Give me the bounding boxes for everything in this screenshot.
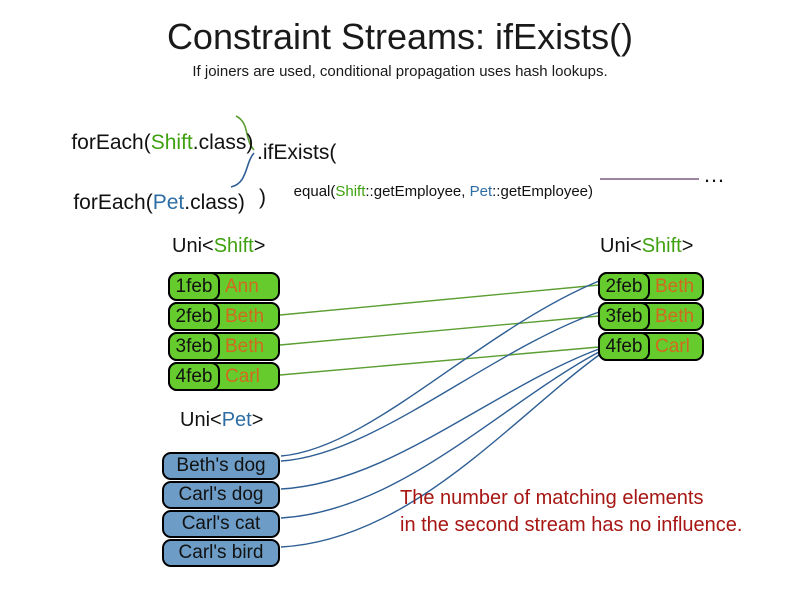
code-text: ::getEmployee, [365, 183, 470, 200]
exists-curve-carlsbird-4feb [280, 354, 600, 548]
exists-curve-carlsdog-4feb [280, 348, 600, 490]
code-text: forEach( [73, 191, 153, 214]
shift-row-4feb-left: 4feb Carl [168, 362, 280, 391]
shift-date: 4feb [168, 362, 220, 391]
pet-item-beths-dog: Beth's dog [162, 452, 280, 480]
uni-suffix: > [253, 235, 266, 257]
code-text: .class) [184, 191, 245, 214]
code-equal-joiner: equal(Shift::getEmployee, Pet::getEmploy… [277, 166, 593, 217]
uni-type-shift: Shift [213, 235, 254, 257]
shift-row-2feb-left: 2feb Beth [168, 302, 280, 331]
shift-date: 4feb [598, 332, 650, 361]
shift-employee: Carl [225, 365, 260, 387]
shift-row-4feb-right: 4feb Carl [598, 332, 704, 361]
brace-curve-pet [230, 152, 255, 188]
right-shift-table-title: Uni<Shift> [600, 235, 693, 258]
pet-item-carls-dog: Carl's dog [162, 481, 280, 509]
shift-row-3feb-right: 3feb Beth [598, 302, 704, 331]
match-line-4feb [279, 346, 600, 376]
uni-prefix: Uni< [172, 235, 214, 257]
pet-list-title: Uni<Pet> [180, 409, 263, 432]
shift-date: 1feb [168, 272, 220, 301]
uni-type-pet: Pet [221, 409, 252, 431]
shift-employee: Beth [655, 305, 695, 327]
annotation-note: The number of matching elements in the s… [400, 485, 742, 539]
shift-date: 3feb [168, 332, 220, 361]
shift-row-1feb-left: 1feb Ann [168, 272, 280, 301]
brace-curve-shift [235, 115, 255, 151]
pet-ref-token: Pet [469, 183, 493, 200]
exists-curve-bethsdog-3feb [280, 311, 600, 462]
shift-employee: Beth [655, 275, 695, 297]
code-text: .class) [192, 131, 254, 154]
uni-suffix: > [251, 409, 264, 431]
pet-class-token: Pet [152, 191, 185, 214]
shift-date: 3feb [598, 302, 650, 331]
annotation-line-2: in the second stream has no influence. [400, 514, 743, 536]
code-text: ::getEmployee) [492, 183, 594, 200]
code-foreach-shift: forEach(Shift.class) [48, 107, 253, 179]
slide-title: Constraint Streams: ifExists() [166, 16, 634, 57]
pet-item-carls-bird: Carl's bird [162, 539, 280, 567]
shift-row-3feb-left: 3feb Beth [168, 332, 280, 361]
shift-employee: Beth [225, 305, 265, 327]
code-ifexists-open: .ifExists( [257, 141, 337, 164]
shift-class-token: Shift [150, 131, 193, 154]
annotation-line-1: The number of matching elements [400, 487, 704, 509]
slide-subtitle: If joiners are used, conditional propaga… [192, 63, 608, 80]
pet-item-carls-cat: Carl's cat [162, 510, 280, 538]
uni-type-shift: Shift [641, 235, 682, 257]
shift-employee: Carl [655, 335, 690, 357]
uni-suffix: > [681, 235, 694, 257]
shift-employee: Ann [225, 275, 259, 297]
match-line-2feb [279, 284, 600, 316]
code-foreach-pet: forEach(Pet.class) [50, 167, 245, 239]
left-shift-table-title: Uni<Shift> [172, 235, 265, 258]
uni-prefix: Uni< [180, 409, 222, 431]
shift-employee: Beth [225, 335, 265, 357]
exists-curve-bethsdog-2feb [280, 280, 600, 457]
match-line-3feb [279, 315, 600, 346]
code-text: equal( [293, 183, 336, 200]
code-ifexists-close: ) [259, 186, 266, 209]
code-ellipsis: … [703, 162, 728, 187]
exists-curve-carlscat-4feb [280, 351, 600, 519]
shift-date: 2feb [598, 272, 650, 301]
code-text: forEach( [71, 131, 151, 154]
uni-prefix: Uni< [600, 235, 642, 257]
shift-date: 2feb [168, 302, 220, 331]
shift-row-2feb-right: 2feb Beth [598, 272, 704, 301]
shift-ref-token: Shift [335, 183, 366, 200]
